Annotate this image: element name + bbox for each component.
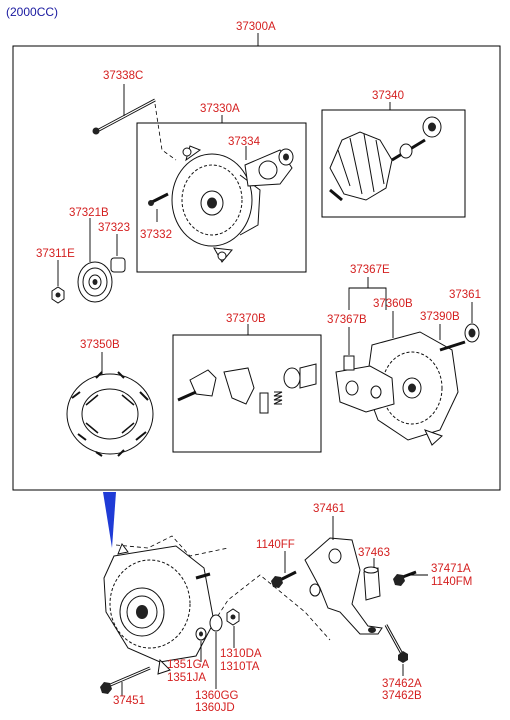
alternator-assembly-part bbox=[103, 542, 215, 675]
label-1140FF[interactable]: 1140FF bbox=[256, 539, 295, 551]
rectifier-part bbox=[335, 355, 395, 413]
mounting-bracket-part bbox=[304, 537, 383, 635]
assembly-frame bbox=[12, 45, 501, 491]
label-37332[interactable]: 37332 bbox=[140, 229, 172, 241]
label-37462B[interactable]: 37462B bbox=[382, 690, 422, 702]
long-bolt-part bbox=[100, 666, 151, 694]
label-37361[interactable]: 37361 bbox=[449, 289, 481, 301]
brush-holder-part bbox=[177, 363, 317, 414]
label-37367E[interactable]: 37367E bbox=[350, 264, 390, 276]
label-37471A[interactable]: 37471A bbox=[431, 563, 471, 575]
bracket-bolt-b-part bbox=[393, 570, 417, 586]
label-37462A[interactable]: 37462A bbox=[382, 678, 422, 690]
label-1351GA[interactable]: 1351GA bbox=[167, 659, 210, 671]
label-37463[interactable]: 37463 bbox=[358, 547, 390, 559]
label-37350B[interactable]: 37350B bbox=[80, 339, 120, 351]
spacer-part bbox=[110, 257, 126, 273]
housing-frame bbox=[136, 122, 307, 273]
label-1140FM[interactable]: 1140FM bbox=[431, 576, 472, 588]
label-37461[interactable]: 37461 bbox=[313, 503, 345, 515]
label-1310DA[interactable]: 1310DA bbox=[220, 648, 262, 660]
label-1351JA[interactable]: 1351JA bbox=[167, 672, 206, 684]
label-37360B[interactable]: 37360B bbox=[373, 298, 413, 310]
pointer-arrow-icon bbox=[103, 492, 116, 548]
label-37330A[interactable]: 37330A bbox=[200, 103, 240, 115]
stator-part bbox=[66, 371, 154, 457]
bushing-part bbox=[363, 566, 381, 601]
stud-part bbox=[384, 624, 408, 663]
brush-holder-frame bbox=[172, 334, 322, 453]
front-housing-part bbox=[171, 145, 261, 263]
bearing-cover-part bbox=[244, 148, 294, 187]
cover-cap-part bbox=[464, 323, 480, 343]
through-bolt-part bbox=[92, 98, 156, 135]
engine-label: (2000CC) bbox=[6, 5, 58, 19]
label-1360GG[interactable]: 1360GG bbox=[195, 690, 239, 702]
label-37451[interactable]: 37451 bbox=[113, 695, 145, 707]
label-37367B[interactable]: 37367B bbox=[327, 314, 367, 326]
pulley-part bbox=[77, 261, 113, 303]
label-37334[interactable]: 37334 bbox=[228, 136, 261, 148]
label-37321B[interactable]: 37321B bbox=[69, 207, 109, 219]
nut-hex-part bbox=[226, 608, 240, 626]
rotor-part bbox=[329, 116, 442, 202]
housing-screw-part bbox=[148, 192, 169, 206]
label-37370B[interactable]: 37370B bbox=[226, 313, 266, 325]
pulley-nut-part bbox=[51, 286, 65, 304]
label-37323[interactable]: 37323 bbox=[98, 222, 130, 234]
nut-small-part bbox=[209, 614, 223, 632]
label-37311E[interactable]: 37311E bbox=[36, 248, 75, 260]
label-1310TA[interactable]: 1310TA bbox=[220, 661, 260, 673]
label-37300A[interactable]: 37300A bbox=[236, 21, 276, 33]
bracket-bolt-part bbox=[271, 570, 297, 588]
rotor-frame bbox=[321, 109, 466, 218]
washer-part bbox=[195, 627, 207, 641]
label-37338C[interactable]: 37338C bbox=[103, 70, 143, 82]
label-37390B[interactable]: 37390B bbox=[420, 311, 460, 323]
label-37340[interactable]: 37340 bbox=[372, 90, 404, 102]
label-1360JD[interactable]: 1360JD bbox=[195, 702, 235, 714]
